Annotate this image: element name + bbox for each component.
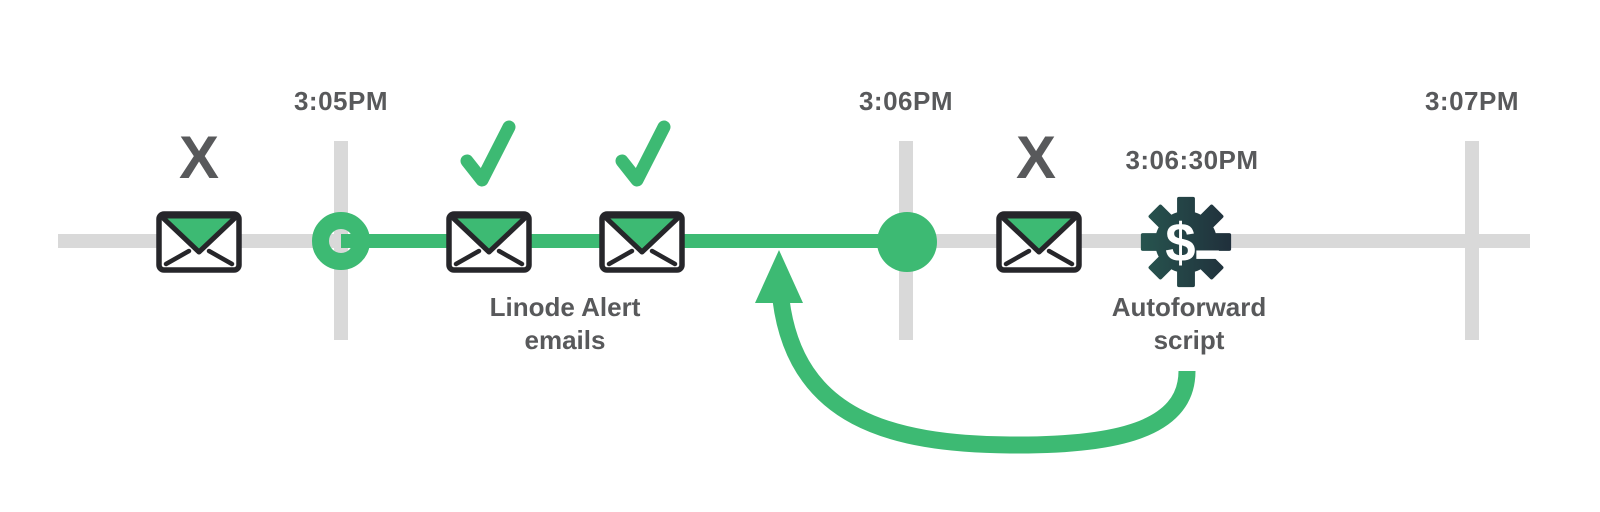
- alert-emails-label-line1: Linode Alert: [489, 292, 641, 322]
- x-mark-icon: X: [1015, 124, 1057, 191]
- autoforward-gear-icon: $: [1139, 195, 1233, 289]
- alert-emails-label: Linode Alert emails: [490, 291, 641, 357]
- envelope-icon: [446, 211, 532, 273]
- segment-start-ring-marker: [312, 212, 370, 270]
- tick-label-3-07pm: 3:07PM: [1424, 86, 1520, 116]
- envelope-icon: [599, 211, 685, 273]
- alert-emails-label-line2: emails: [524, 325, 606, 355]
- tick-label-3-05pm: 3:05PM: [293, 86, 389, 116]
- dollar-prompt-glyph: $: [1165, 213, 1195, 274]
- loopback-arrowhead-icon: [755, 250, 803, 303]
- script-time-label: 3:06:30PM: [1125, 145, 1259, 175]
- autoforward-script-label: Autoforward script: [1112, 291, 1267, 357]
- autoforward-script-label-line1: Autoforward: [1111, 292, 1267, 322]
- segment-end-dot-marker: [877, 212, 937, 272]
- x-mark-icon: X: [178, 124, 220, 191]
- checkmark-icon: [615, 120, 671, 187]
- prompt-dash-icon: [1196, 250, 1219, 259]
- envelope-icon: [156, 211, 242, 273]
- checkmark-icon: [460, 120, 516, 187]
- tick-3-07pm: [1465, 141, 1479, 340]
- tick-label-3-06pm: 3:06PM: [858, 86, 954, 116]
- gear-body: [1139, 195, 1233, 289]
- envelope-icon: [996, 211, 1082, 273]
- autoforward-script-label-line2: script: [1153, 325, 1225, 355]
